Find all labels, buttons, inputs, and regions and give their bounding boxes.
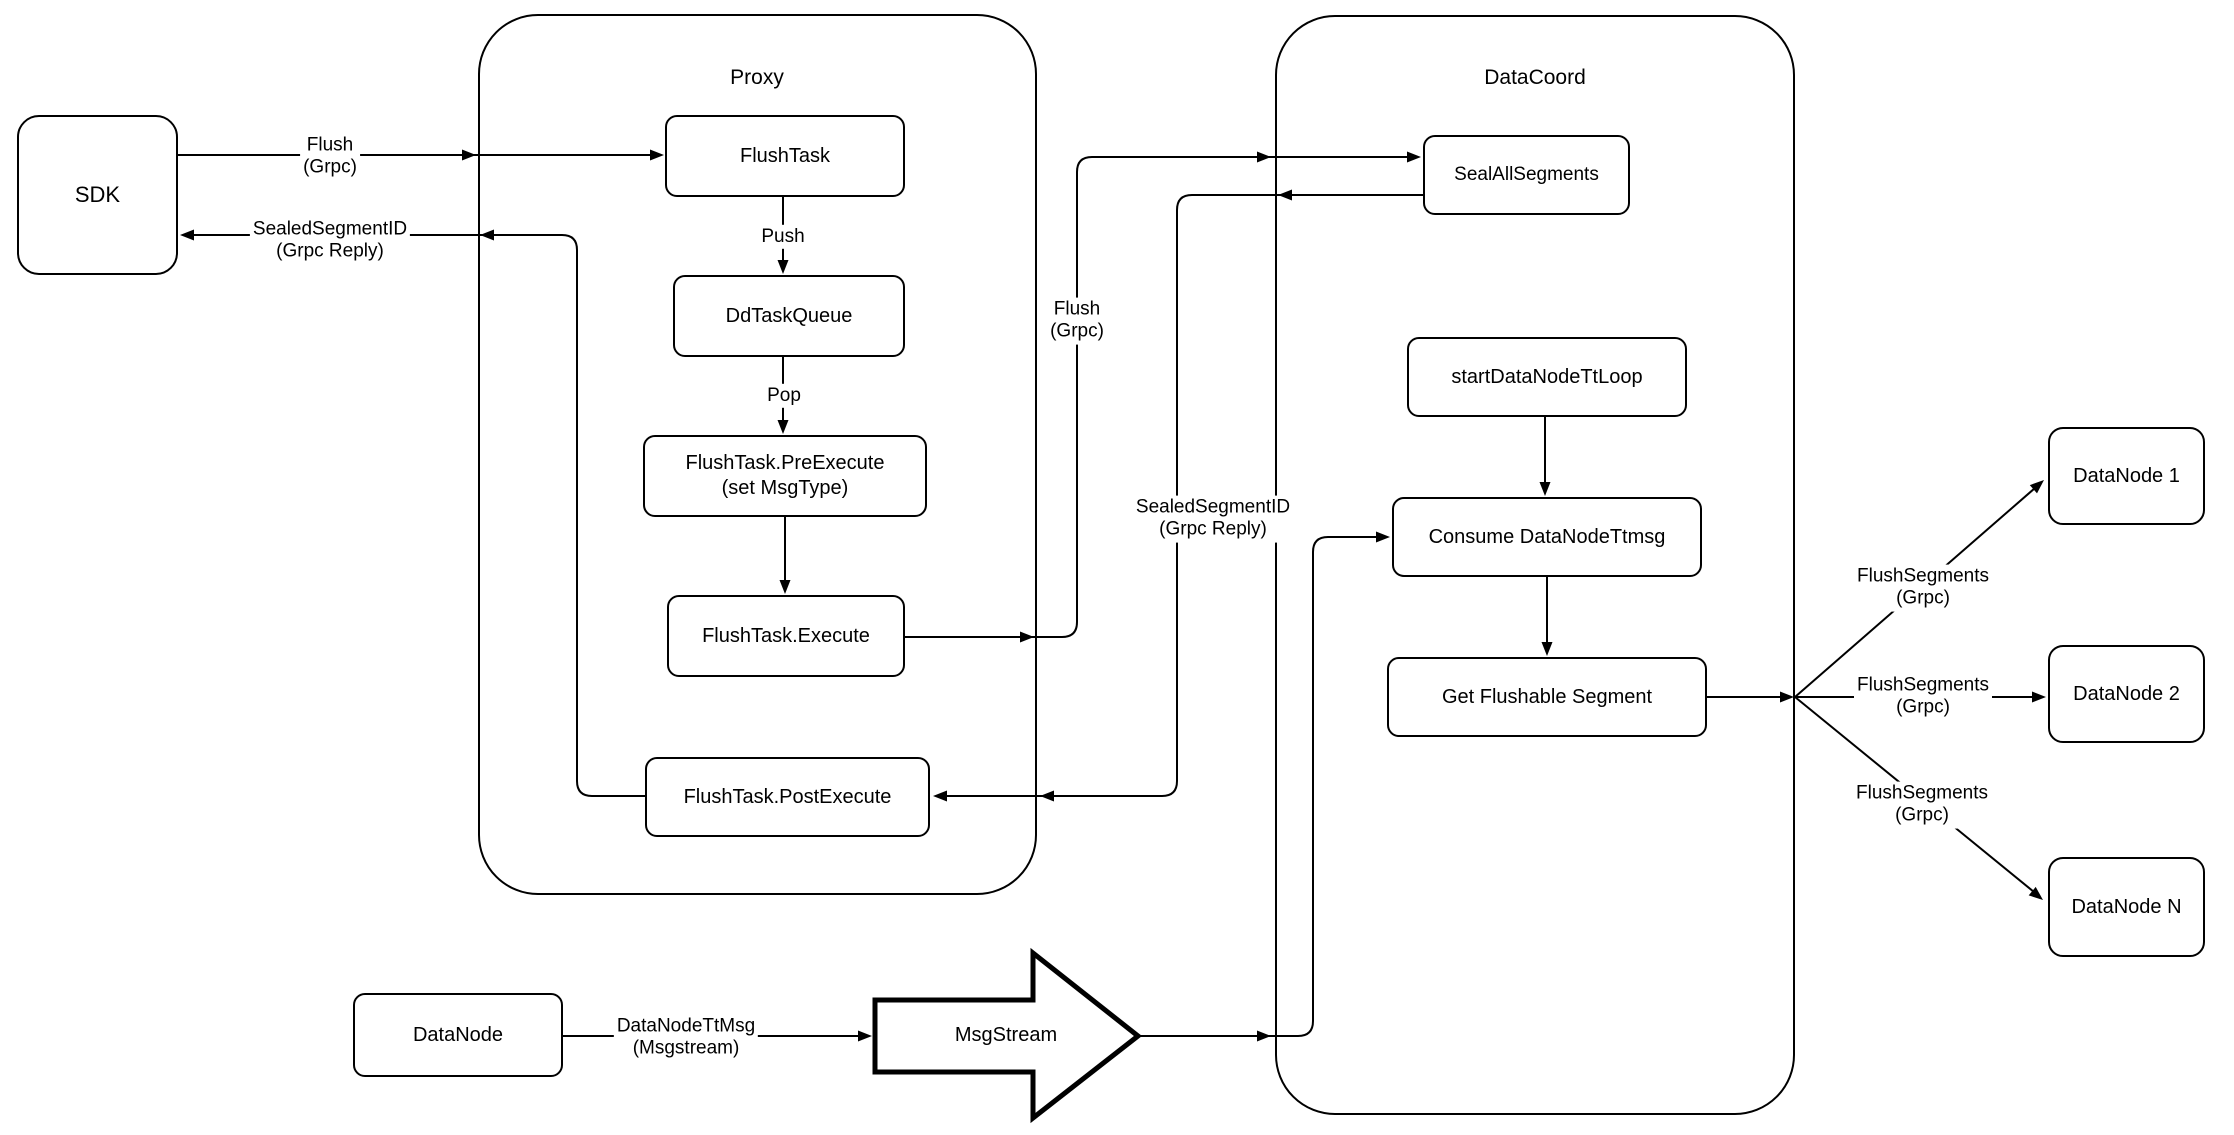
arrowhead [2032,691,2046,703]
datacoord-container [1275,15,1795,1115]
node-datanode-2: DataNode 2 [2048,645,2205,743]
edge-label-flushsegments-1: FlushSegments (Grpc) [1853,564,1993,612]
arrowhead [1539,482,1551,496]
msgstream-arrow-shape [872,947,1143,1124]
node-flushtask-execute: FlushTask.Execute [667,595,905,677]
node-datanode-1: DataNode 1 [2048,427,2205,525]
arrowhead [480,229,494,241]
arrowhead [777,260,789,274]
edge-label-flushsegments-3: FlushSegments (Grpc) [1852,781,1992,829]
edge-label-sealedsegmentid-mid: SealedSegmentID (Grpc Reply) [1132,495,1294,543]
arrowhead [1780,691,1794,703]
proxy-container [478,14,1037,895]
connector-execute-to-sealallsegments [905,156,1408,638]
node-get-flushable-segment: Get Flushable Segment [1387,657,1707,737]
arrowhead [462,149,476,161]
edge-label-push: Push [758,224,808,250]
node-datanode-n: DataNode N [2048,857,2205,957]
arrowhead [1407,151,1421,163]
arrowhead [1541,642,1553,656]
proxy-title: Proxy [730,66,784,89]
node-flushtask-preexecute: FlushTask.PreExecute (set MsgType) [643,435,927,517]
edge-label-flush-grpc-mid: Flush (Grpc) [1047,297,1107,345]
node-sdk: SDK [17,115,178,275]
node-ddtaskqueue: DdTaskQueue [673,275,905,357]
arrowhead [1020,631,1034,643]
arrowhead [180,229,194,241]
arrowhead [1376,531,1390,543]
arrowhead [1257,1030,1271,1042]
node-flushtask: FlushTask [665,115,905,197]
arrowhead [779,580,791,594]
edge-label-flush-grpc-sdk: Flush (Grpc) [300,133,360,181]
connector-postexecute-to-sdk [194,234,645,797]
node-startdatanodettloop: startDataNodeTtLoop [1407,337,1687,417]
edge-label-datanodettmsg: DataNodeTtMsg (Msgstream) [613,1014,759,1062]
arrowhead [1257,151,1271,163]
arrowhead [650,149,664,161]
edge-label-sealedsegmentid-sdk: SealedSegmentID (Grpc Reply) [249,217,411,265]
arrowhead [2028,886,2043,900]
arrowhead [1040,790,1054,802]
connector-sealallsegments-to-postexecute [947,194,1423,797]
edge-label-flushsegments-2: FlushSegments (Grpc) [1853,673,1993,721]
node-consume-datanodettmsg: Consume DataNodeTtmsg [1392,497,1702,577]
connector-msgstream-to-consume [1138,536,1377,1037]
datacoord-title: DataCoord [1484,66,1586,89]
arrowhead [1278,189,1292,201]
node-datanode: DataNode [353,993,563,1077]
arrowhead [933,790,947,802]
node-sealallsegments: SealAllSegments [1423,135,1630,215]
arrowhead [2029,480,2044,494]
arrowhead [777,420,789,434]
edge-label-pop: Pop [764,383,804,409]
msgstream-label: MsgStream [954,1024,1058,1047]
node-flushtask-postexecute: FlushTask.PostExecute [645,757,930,837]
arrowhead [858,1030,872,1042]
